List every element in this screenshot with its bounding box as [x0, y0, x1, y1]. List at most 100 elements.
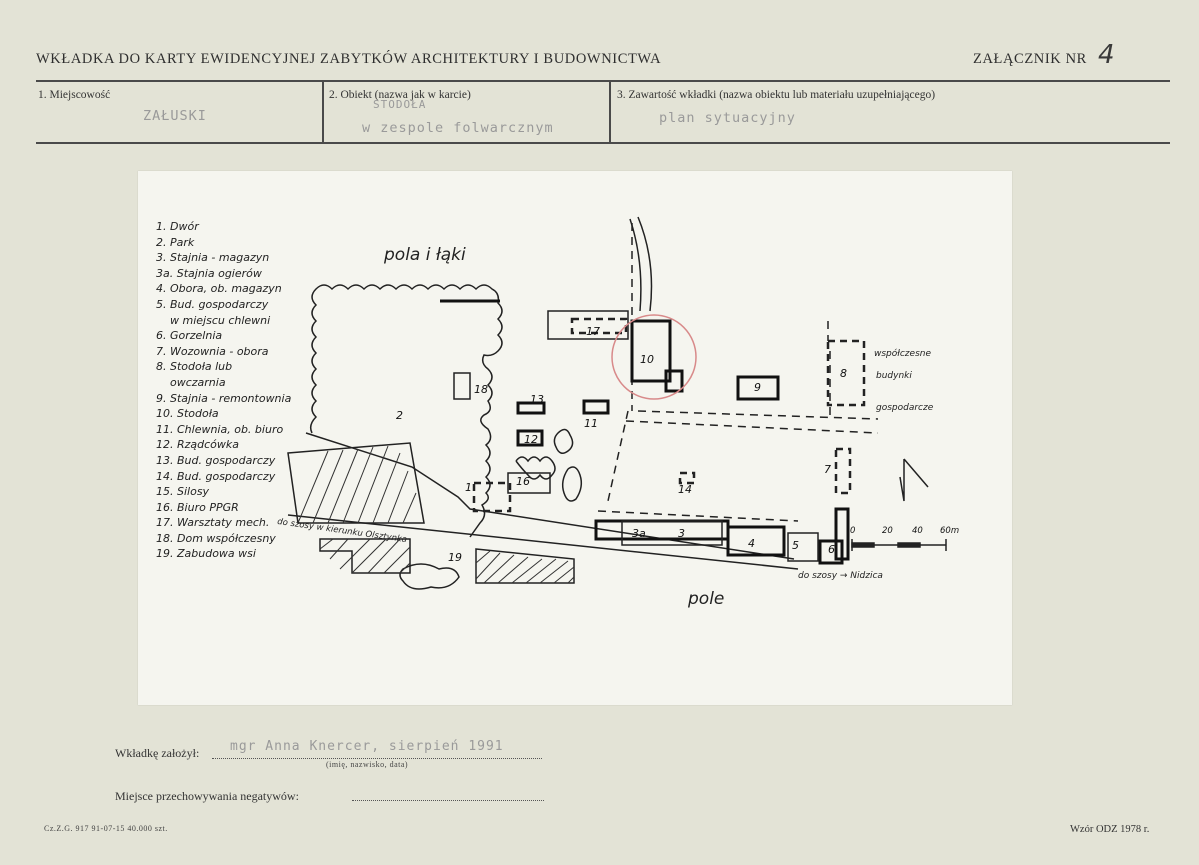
- legend-item: 3. Stajnia - magazyn: [156, 251, 270, 265]
- building-8: [826, 339, 866, 407]
- header-bottom-rule: [36, 142, 1170, 144]
- object-label: 2. Obiekt (nazwa jak w karcie): [329, 89, 471, 101]
- building-row: [594, 519, 730, 541]
- legend-item: 5. Bud. gospodarczy: [156, 297, 269, 311]
- scale-tick-60m: 60m: [940, 526, 960, 536]
- building-7-tower: [834, 507, 850, 561]
- bldg-num-7: 7: [824, 463, 831, 476]
- object-value-line2: w zespole folwarcznym: [362, 120, 554, 136]
- main-road: [287, 432, 799, 570]
- building-10: [630, 319, 672, 383]
- print-info: Cz.Z.G. 917 91-07-15 40.000 szt.: [44, 824, 168, 833]
- legend-item: 14. Bud. gospodarczy: [156, 469, 276, 483]
- bldg-num-14: 14: [678, 483, 692, 496]
- scale-tick-0: 0: [850, 526, 856, 536]
- legend-item: 7. Wozownia - obora: [156, 344, 269, 358]
- label-field: pole: [688, 589, 725, 609]
- scale-tick-40: 40: [912, 526, 923, 536]
- legend-item: 18. Dom współczesny: [156, 531, 276, 545]
- bldg-num-19: 19: [448, 551, 462, 564]
- site-plan-drawing: [287, 216, 947, 590]
- bldg-num-12: 12: [524, 433, 538, 446]
- label-modern-2: budynki: [876, 371, 912, 381]
- shrubs: [515, 428, 583, 502]
- bldg-num-8: 8: [840, 367, 847, 380]
- legend-item: 9. Stajnia - remontownia: [156, 391, 292, 405]
- form-title: WKŁADKA DO KARTY EWIDENCYJNEJ ZABYTKÓW A…: [36, 51, 662, 67]
- bldg-num-13: 13: [530, 393, 544, 406]
- building-1: [472, 481, 512, 513]
- hatched-block-park: [287, 442, 425, 524]
- building-14: [678, 471, 696, 485]
- map-legend: 1. Dwór 2. Park 3. Stajnia - magazyn 3a.…: [156, 219, 291, 562]
- bldg-num-18: 18: [474, 383, 488, 396]
- legend-item: 6. Gorzelnia: [156, 329, 223, 343]
- building-17: [547, 310, 629, 340]
- building-4: [726, 525, 786, 557]
- legend-item: 11. Chlewnia, ob. biuro: [156, 422, 284, 436]
- legend-item: owczarnia: [170, 375, 226, 389]
- legend-item: 10. Stodoła: [156, 407, 219, 421]
- field-divider-2: [609, 82, 611, 142]
- building-3-3a: [621, 520, 723, 546]
- barn-highlight-circle: [611, 314, 697, 400]
- bldg-num-11: 11: [584, 417, 598, 430]
- legend-item: 3a. Stajnia ogierów: [156, 266, 262, 280]
- object-value-line1: STODOŁA: [373, 98, 427, 111]
- hatched-block-village-2: [475, 548, 575, 584]
- building-6: [818, 539, 844, 565]
- label-modern-1: współczesne: [874, 349, 931, 359]
- bldg-num-10: 10: [640, 353, 654, 366]
- negatives-dotted-line: [352, 800, 544, 801]
- legend-item: 19. Zabudowa wsi: [156, 547, 256, 561]
- legend-item: 1. Dwór: [156, 220, 199, 233]
- bldg-num-17: 17: [586, 325, 600, 338]
- scale-tick-20: 20: [882, 526, 893, 536]
- bldg-num-9: 9: [754, 381, 761, 394]
- field-divider-1: [322, 82, 324, 142]
- dashed-paths: [597, 223, 879, 522]
- contents-label: 3. Zawartość wkładki (nazwa obiektu lub …: [617, 89, 936, 101]
- label-modern-3: gospodarcze: [876, 403, 934, 413]
- building-9: [736, 375, 780, 401]
- legend-item: 17. Warsztaty mech.: [156, 516, 270, 530]
- annex-label: ZAŁĄCZNIK NR: [973, 51, 1087, 67]
- bldg-num-6: 6: [828, 543, 835, 556]
- author-dotted-line: [212, 758, 542, 759]
- site-plan-photo: 1. Dwór 2. Park 3. Stajnia - magazyn 3a.…: [138, 171, 1012, 705]
- author-caption: (imię, nazwisko, data): [326, 760, 409, 769]
- bldg-num-4: 4: [748, 537, 755, 550]
- bldg-num-3a: 3a: [632, 527, 646, 540]
- locality-label: 1. Miejscowość: [38, 89, 111, 101]
- legend-item: 13. Bud. gospodarczy: [156, 453, 276, 467]
- building-7: [834, 447, 852, 495]
- contents-value: plan sytuacyjny: [659, 110, 796, 126]
- north-arrow: [899, 458, 929, 502]
- north-road: [629, 216, 653, 312]
- pond: [399, 563, 460, 590]
- building-18: [453, 372, 471, 400]
- scale-bar: [851, 539, 947, 551]
- building-12: [516, 429, 544, 447]
- legend-item: 2. Park: [156, 235, 195, 249]
- locality-value: ZAŁUSKI: [143, 108, 207, 124]
- building-5: [787, 532, 819, 562]
- building-10-annex: [664, 369, 684, 393]
- label-road-east: do szosy → Nidzica: [798, 571, 883, 581]
- building-11: [582, 399, 610, 415]
- bldg-num-1: 1: [465, 481, 472, 494]
- legend-item: 15. Silosy: [156, 485, 210, 499]
- author-label: Wkładkę założył:: [115, 746, 200, 760]
- legend-item: 16. Biuro PPGR: [156, 500, 239, 514]
- negatives-label: Miejsce przechowywania negatywów:: [115, 789, 299, 803]
- legend-item: 4. Obora, ob. magazyn: [156, 282, 282, 296]
- bldg-num-2: 2: [396, 409, 403, 422]
- bldg-num-16: 16: [516, 475, 530, 488]
- legend-item: 8. Stodoła lub: [156, 360, 233, 374]
- legend-item: w miejscu chlewni: [170, 313, 271, 327]
- form-model: Wzór ODZ 1978 r.: [1070, 824, 1150, 835]
- park-outline: [309, 284, 503, 538]
- annex-number: 4: [1098, 40, 1115, 70]
- bldg-num-3: 3: [678, 527, 685, 540]
- header-top-rule: [36, 80, 1170, 82]
